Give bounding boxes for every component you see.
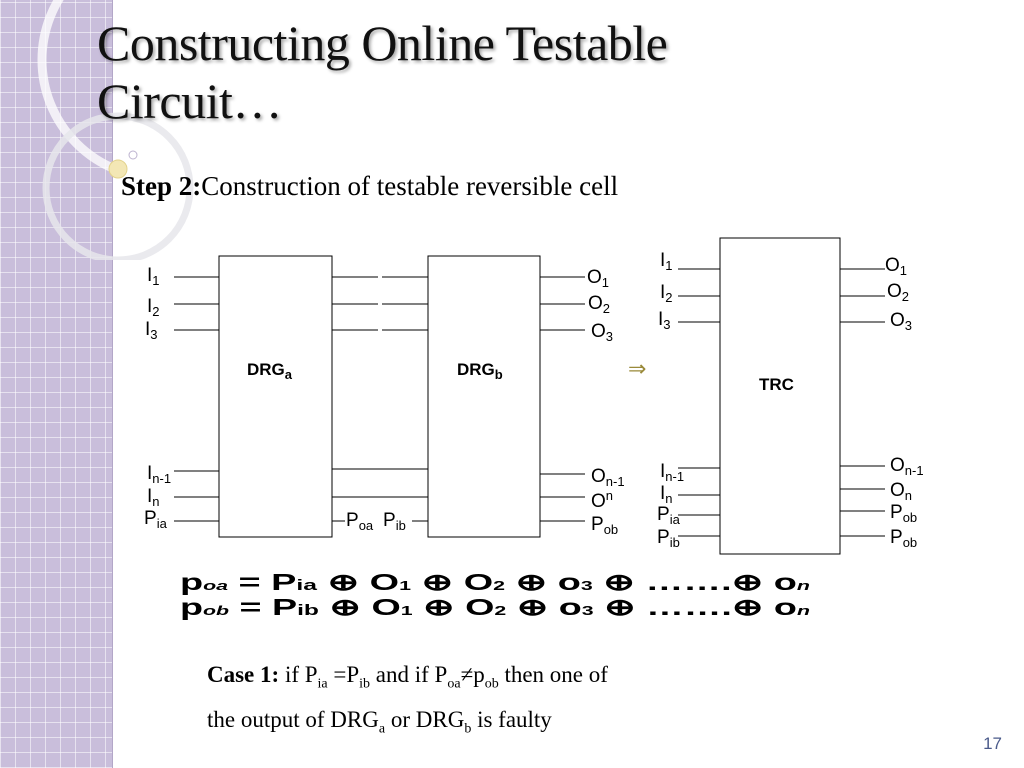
implies-arrow-icon: ⇒ [628, 357, 646, 382]
drg-b-label: DRGb [457, 360, 503, 382]
swirl-ring-outer [37, 0, 240, 183]
step-text: Construction of testable reversible cell [201, 171, 619, 201]
trc-output-wires [840, 268, 885, 537]
step-caption: Step 2:Construction of testable reversib… [121, 171, 618, 202]
trc-input-label-in: In [660, 483, 673, 506]
decorative-swirl [37, 0, 240, 260]
input-label-i1: I1 [147, 265, 160, 288]
output-label-o1: O1 [587, 267, 609, 290]
input-label-in: In [147, 486, 160, 509]
input-label-pia: Pia [144, 508, 168, 531]
trc-output-label-pob-2: Pob [890, 527, 917, 550]
input-wires-drg-a [174, 276, 219, 522]
swirl-dot-large [108, 159, 128, 179]
trc-output-label-o1: O1 [885, 255, 907, 278]
trc-output-label-pob-1: Pob [890, 502, 917, 525]
trc-output-label-o3: O3 [890, 310, 912, 333]
trc-input-label-pia: Pia [657, 504, 681, 527]
case-description: Case 1: if Pia =Pib and if Poa≠pob then … [207, 662, 608, 737]
trc-output-label-o2: O2 [887, 281, 909, 304]
trc-input-label-i3: I3 [658, 309, 671, 332]
step-label: Step 2: [121, 171, 202, 201]
trc-input-label-pib: Pib [657, 527, 680, 550]
trc-box [719, 237, 841, 555]
case-label: Case 1: [207, 662, 280, 687]
input-label-i2: I2 [147, 296, 160, 319]
mid-label-pib: Pib [383, 510, 406, 533]
drg-a-label: DRGa [247, 360, 293, 382]
mid-label-poa: Poa [346, 510, 374, 533]
output-label-on-1: On-1 [591, 466, 625, 489]
output-wires-drg-b [540, 276, 585, 522]
input-label-i3: I3 [145, 319, 158, 342]
trc-input-label-i2: I2 [660, 282, 673, 305]
decorative-sidebar [0, 0, 113, 768]
input-label-in-1: In-1 [147, 463, 171, 486]
connecting-wires [332, 276, 428, 522]
output-label-o3: O3 [591, 321, 613, 344]
trc-output-label-on: On [890, 480, 912, 503]
drg-a-box [218, 255, 333, 538]
slide-number: 17 [983, 734, 1002, 753]
output-label-on: On [591, 488, 613, 512]
trc-input-label-i1: I1 [660, 250, 673, 273]
drg-b-box [427, 255, 541, 538]
output-label-pob: Pob [591, 514, 618, 537]
trc-input-wires [678, 268, 720, 537]
trc-output-label-on-1: On-1 [890, 455, 924, 478]
swirl-ring-inner [42, 112, 194, 260]
swirl-dot-small [128, 150, 138, 160]
trc-input-label-in-1: In-1 [660, 461, 684, 484]
output-label-o2: O2 [588, 293, 610, 316]
trc-label: TRC [759, 375, 794, 394]
